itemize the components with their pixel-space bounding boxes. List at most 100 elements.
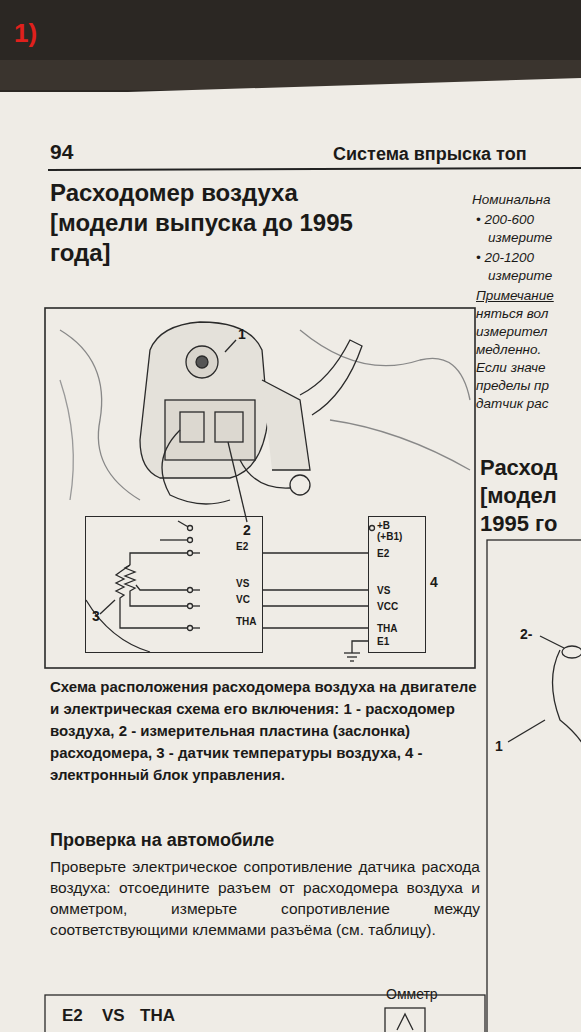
meter-sketch <box>553 650 581 760</box>
wire-line <box>263 589 368 590</box>
column-text: измерите <box>488 230 552 245</box>
pin-label: E1 <box>377 636 389 647</box>
body-text: Проверьте электрическое сопротивление да… <box>50 856 480 940</box>
measuring-plate-cover <box>215 412 243 442</box>
wiper-wire <box>136 585 187 590</box>
column-text: пределы пр <box>476 378 549 393</box>
signal-wire <box>263 628 368 629</box>
column-text: • 20-1200 <box>476 250 534 265</box>
ground-symbol <box>344 652 360 653</box>
column-text: Номинальна <box>472 192 550 207</box>
pin-stub <box>192 552 200 553</box>
page-number: 94 <box>50 140 73 164</box>
leader-line <box>508 720 545 742</box>
table-header: E2 <box>62 1006 83 1026</box>
column-text: измерите <box>488 268 552 283</box>
engine-outline <box>60 380 73 500</box>
connector-housing <box>165 400 255 460</box>
figure-frame <box>487 540 581 1032</box>
callout-number: 4 <box>430 574 438 590</box>
engine-outline <box>330 420 470 470</box>
column-text: Примечание <box>476 288 554 303</box>
air-flow-meter-body <box>140 322 268 478</box>
ecu-box: +B (+B1) E2VS VCC THA E1 <box>368 516 426 653</box>
pin-label: VC <box>236 594 250 605</box>
sensor-arc <box>86 600 150 652</box>
figure-caption: Схема расположения расходомера воздуха н… <box>50 676 478 786</box>
potentiometer-symbol <box>125 565 135 600</box>
meter-cap <box>186 346 218 378</box>
meter-sketch <box>562 646 581 658</box>
signal-wire <box>263 553 368 554</box>
pin <box>188 538 193 543</box>
pin <box>188 604 193 609</box>
pin-label: VS <box>377 585 390 596</box>
switch-wire <box>160 539 190 540</box>
hose-clamp <box>290 475 310 495</box>
page-title: Расходомер воздуха [модели выпуска до 19… <box>50 178 395 268</box>
air-duct <box>300 340 362 415</box>
leader-line <box>540 636 564 648</box>
column-text: датчик рас <box>476 396 549 411</box>
pin <box>370 526 375 531</box>
ohm-symbol <box>397 1014 413 1030</box>
pin-stub <box>192 605 200 606</box>
signal-wire <box>263 606 368 607</box>
engine-outline <box>60 330 140 500</box>
internal-wire <box>130 553 187 565</box>
pin-label: E2 <box>236 541 248 552</box>
column-text: измерител <box>476 324 547 339</box>
column-text: няться вол <box>476 306 548 321</box>
table-header: THA <box>140 1006 175 1026</box>
leader-line <box>225 340 236 352</box>
meter-screw <box>196 356 208 368</box>
pin <box>188 588 193 593</box>
internal-wire <box>120 565 130 572</box>
harness <box>162 430 230 504</box>
thermistor-symbol <box>116 572 187 628</box>
internal-wire <box>130 600 187 606</box>
ohmmeter-box <box>385 1008 425 1032</box>
subheading: Проверка на автомобиле <box>50 830 274 851</box>
pin-label: VCC <box>377 601 398 612</box>
pin <box>188 551 193 556</box>
table-header: VS <box>102 1006 125 1026</box>
paper-page <box>0 78 581 1032</box>
dark-surface <box>0 0 581 92</box>
callout-number: 2- <box>520 626 532 642</box>
engine-outline <box>300 330 470 400</box>
harness <box>240 460 290 488</box>
figure <box>45 308 581 1032</box>
pin-label: THA <box>236 616 257 627</box>
pin-label: +B (+B1) <box>377 520 413 542</box>
ground-wire <box>352 641 368 653</box>
air-flow-meter-connector: E2VS VC THA <box>85 516 263 653</box>
pin <box>188 626 193 631</box>
pin-label: E2 <box>377 548 389 559</box>
pin-label: THA <box>377 623 398 634</box>
ground-symbol <box>350 660 354 661</box>
column-text: • 200-600 <box>476 212 534 227</box>
instrument-label: Омметр <box>386 986 438 1002</box>
wire-line <box>263 627 368 628</box>
signal-wire <box>263 590 368 591</box>
pin-stub <box>192 589 200 590</box>
leader-line <box>100 600 115 614</box>
running-header: Система впрыска топ <box>333 144 527 165</box>
figure-frame <box>45 308 475 668</box>
section-heading: Расход [модел 1995 го <box>480 454 578 538</box>
wire-line <box>263 552 368 553</box>
pin-stub <box>192 627 200 628</box>
column-text: медленно. <box>476 342 541 357</box>
callout-number: 3 <box>92 608 100 624</box>
panel-number: 1) <box>14 18 37 49</box>
callout-number: 1 <box>495 738 503 754</box>
header-rule <box>48 168 581 170</box>
wire-line <box>263 605 368 606</box>
pin-label: VS <box>236 578 249 589</box>
leader-line <box>228 442 247 522</box>
connector-plug <box>180 412 204 442</box>
callout-number: 2 <box>243 522 251 538</box>
callout-number: 1 <box>238 326 246 342</box>
column-text: Если значе <box>476 360 545 375</box>
